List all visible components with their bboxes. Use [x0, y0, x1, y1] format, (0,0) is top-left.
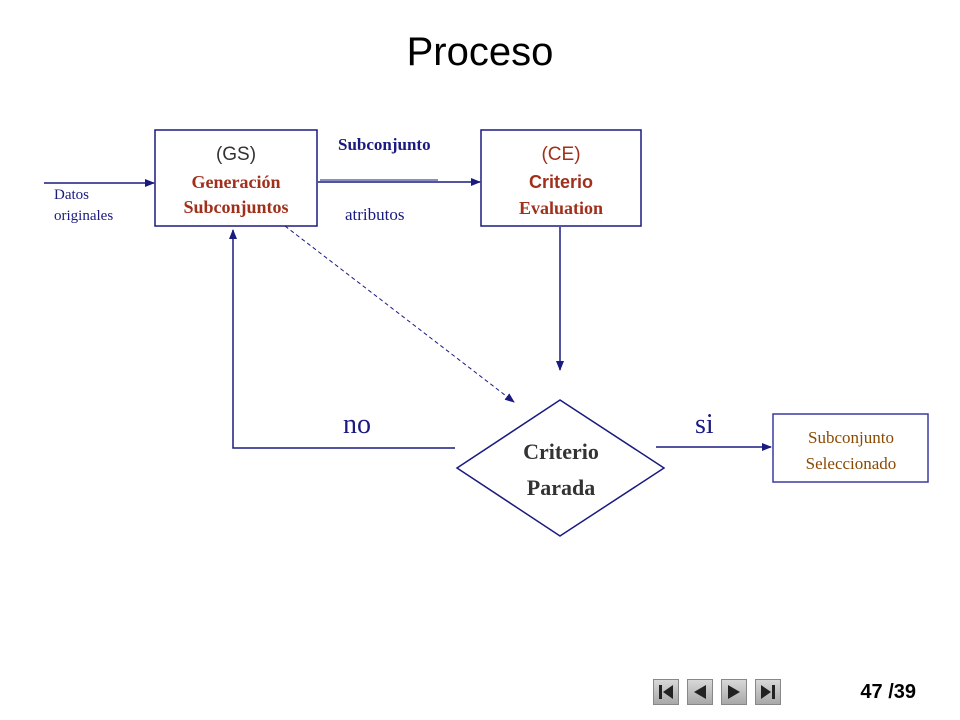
ce-box-line3: Evaluation — [519, 198, 603, 218]
decision-diamond: Criterio Parada — [455, 399, 666, 537]
first-slide-icon — [659, 685, 673, 699]
previous-slide-icon — [694, 685, 706, 699]
next-slide-icon — [728, 685, 740, 699]
decision-line1: Criterio — [523, 439, 599, 464]
dashed-arrow — [284, 225, 515, 403]
page-number: 47 /39 — [860, 681, 916, 704]
slide-title: Proceso — [406, 30, 554, 74]
edge-bottom-label: atributos — [345, 205, 405, 224]
ce-box-code: (CE) — [541, 144, 580, 165]
no-loop-arrow — [229, 229, 455, 449]
slide-navigation — [653, 679, 781, 705]
next-slide-button[interactable] — [721, 679, 747, 705]
result-line2: Seleccionado — [806, 454, 897, 473]
gs-box-line2: Generación — [192, 172, 281, 192]
input-label-line2: originales — [54, 208, 113, 224]
result-line1: Subconjunto — [808, 428, 894, 447]
gs-box-line3: Subconjuntos — [183, 197, 288, 217]
page-current: 47 — [860, 681, 883, 703]
ce-box-line2: Criterio — [529, 172, 593, 192]
last-slide-button[interactable] — [755, 679, 781, 705]
last-slide-icon — [761, 685, 775, 699]
gs-box: (GS) Generación Subconjuntos — [154, 129, 318, 227]
gs-box-code: (GS) — [216, 144, 256, 165]
si-label: si — [695, 409, 714, 440]
page-total: /39 — [888, 681, 916, 703]
first-slide-button[interactable] — [653, 679, 679, 705]
no-label: no — [343, 409, 371, 440]
result-box: Subconjunto Seleccionado — [772, 413, 929, 483]
ce-box: (CE) Criterio Evaluation — [480, 129, 642, 227]
input-label-line1: Datos — [54, 187, 89, 203]
edge-top-label: Subconjunto — [338, 135, 431, 154]
decision-line2: Parada — [527, 475, 595, 500]
previous-slide-button[interactable] — [687, 679, 713, 705]
